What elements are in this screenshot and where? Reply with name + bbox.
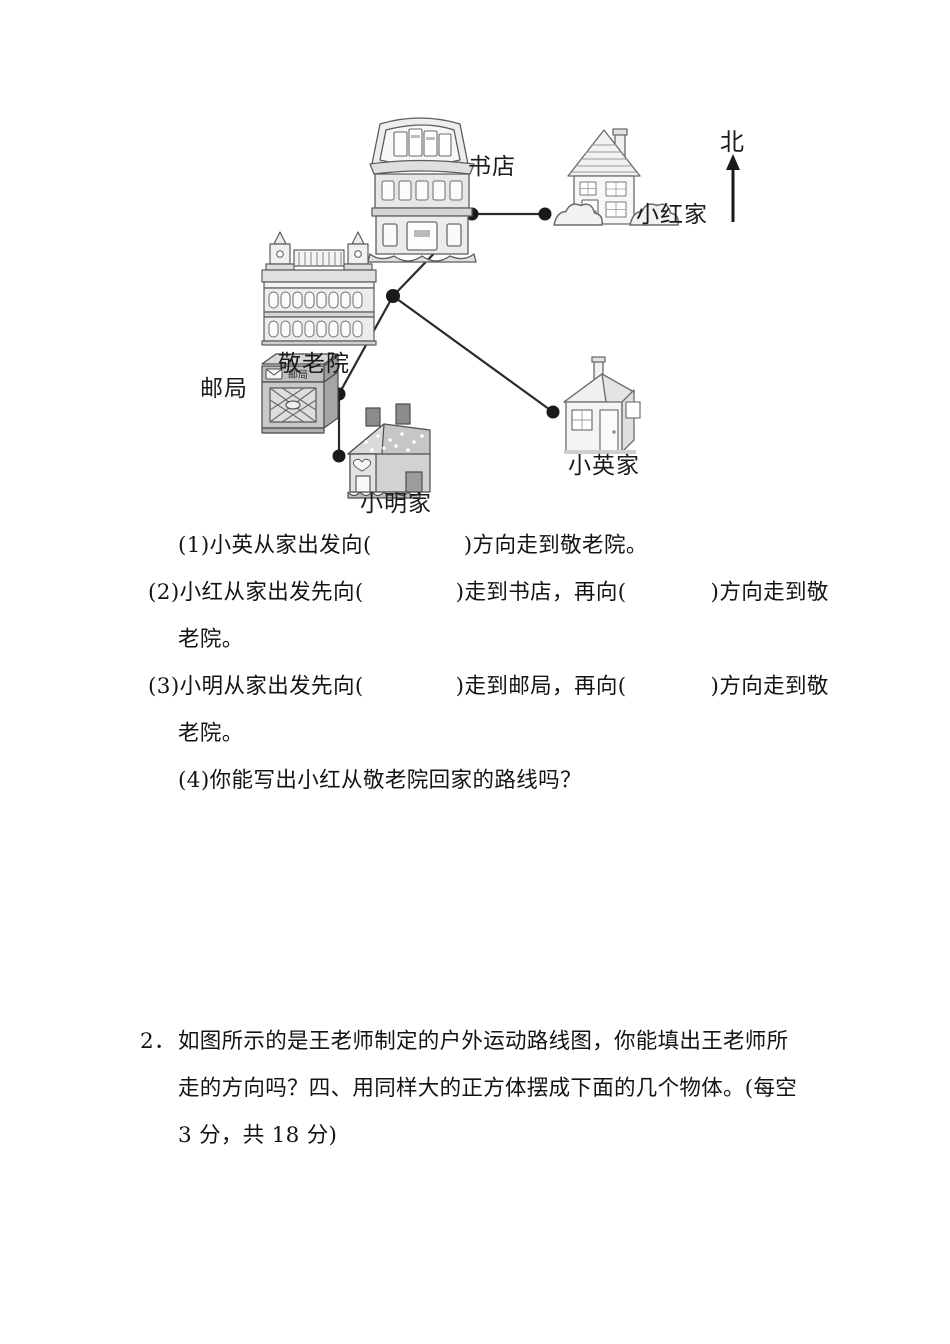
node-xiaoying (546, 405, 560, 419)
question-list: (1)小英从家出发向()方向走到敬老院。 (2)小红从家出发先向()走到书店，再… (148, 522, 828, 804)
post-office-icon: 邮局 (261, 353, 339, 434)
question-3-continuation: 老院。 (148, 710, 808, 757)
node-xiaohong (538, 207, 552, 221)
question-2-number: (2) (148, 580, 180, 605)
item-2-text-line-3: 3 分，共 18 分) (178, 1123, 338, 1148)
map-label-post-office: 邮局 (200, 376, 248, 402)
question-1-number: (1) (178, 533, 210, 558)
question-3: (3)小明从家出发先向( )走到邮局，再向( )方向走到敬 (148, 663, 828, 710)
question-3-text-b: )走到邮局，再向( (455, 674, 627, 699)
question-3-text-a: 小明从家出发先向( (179, 674, 364, 699)
post-office-sign-text: 邮局 (288, 368, 308, 381)
map-label-xiaoying: 小英家 (568, 453, 640, 479)
question-3-number: (3) (148, 674, 180, 699)
map-label-bookstore: 书店 (468, 154, 516, 180)
item-2-line-2: 走的方向吗？四、用同样大的正方体摆成下面的几个物体。(每空 (140, 1065, 812, 1112)
item-2-text-line-2: 走的方向吗？四、用同样大的正方体摆成下面的几个物体。(每空 (178, 1076, 798, 1101)
xiaoying-house-icon (563, 356, 641, 454)
map-label-xiaohong: 小红家 (636, 202, 708, 228)
xiaoming-cottage-icon (347, 403, 431, 499)
question-4: (4)你能写出小红从敬老院回家的路线吗？ (148, 757, 808, 804)
direction-map-figure: 邮局 (170, 110, 810, 520)
item-2-text-line-1: 如图所示的是王老师制定的户外运动路线图，你能填出王老师所 (178, 1029, 789, 1054)
node-xiaoming (332, 449, 346, 463)
question-4-number: (4) (178, 768, 210, 793)
xiaohong-house-icon (553, 128, 680, 226)
map-svg: 邮局 (261, 117, 740, 499)
question-1-text-b: )方向走到敬老院。 (463, 533, 648, 558)
node-nursing-home (386, 289, 400, 303)
question-1-text-a: 小英从家出发向( (209, 533, 372, 558)
nursing-home-building-icon (261, 231, 377, 346)
question-2-continuation: 老院。 (148, 616, 808, 663)
question-2-text-b: )走到书店，再向( (455, 580, 627, 605)
question-4-text-a: 你能写出小红从敬老院回家的路线吗？ (209, 768, 582, 793)
route-nursing-xiaoying (392, 295, 554, 413)
bookstore-building-icon (367, 117, 477, 263)
item-2-block: 2．如图所示的是王老师制定的户外运动路线图，你能填出王老师所 走的方向吗？四、用… (140, 1018, 812, 1159)
item-2-number: 2． (140, 1029, 176, 1054)
question-3-text-cont: 老院。 (178, 721, 244, 746)
item-2-line-3: 3 分，共 18 分) (140, 1112, 812, 1159)
map-label-nursing-home: 敬老院 (278, 351, 350, 377)
question-1: (1)小英从家出发向( )方向走到敬老院。 (148, 522, 808, 569)
map-label-xiaoming: 小明家 (360, 491, 432, 517)
compass-north-label: 北 (720, 128, 745, 156)
question-2-text-a: 小红从家出发先向( (179, 580, 364, 605)
question-2: (2)小红从家出发先向( )走到书店，再向( )方向走到敬 (148, 569, 828, 616)
question-2-text-cont: 老院。 (178, 627, 244, 652)
question-3-text-c: )方向走到敬 (710, 674, 829, 699)
question-2-text-c: )方向走到敬 (710, 580, 829, 605)
item-2-line-1: 2．如图所示的是王老师制定的户外运动路线图，你能填出王老师所 (140, 1018, 812, 1065)
north-arrow-icon (726, 154, 740, 222)
